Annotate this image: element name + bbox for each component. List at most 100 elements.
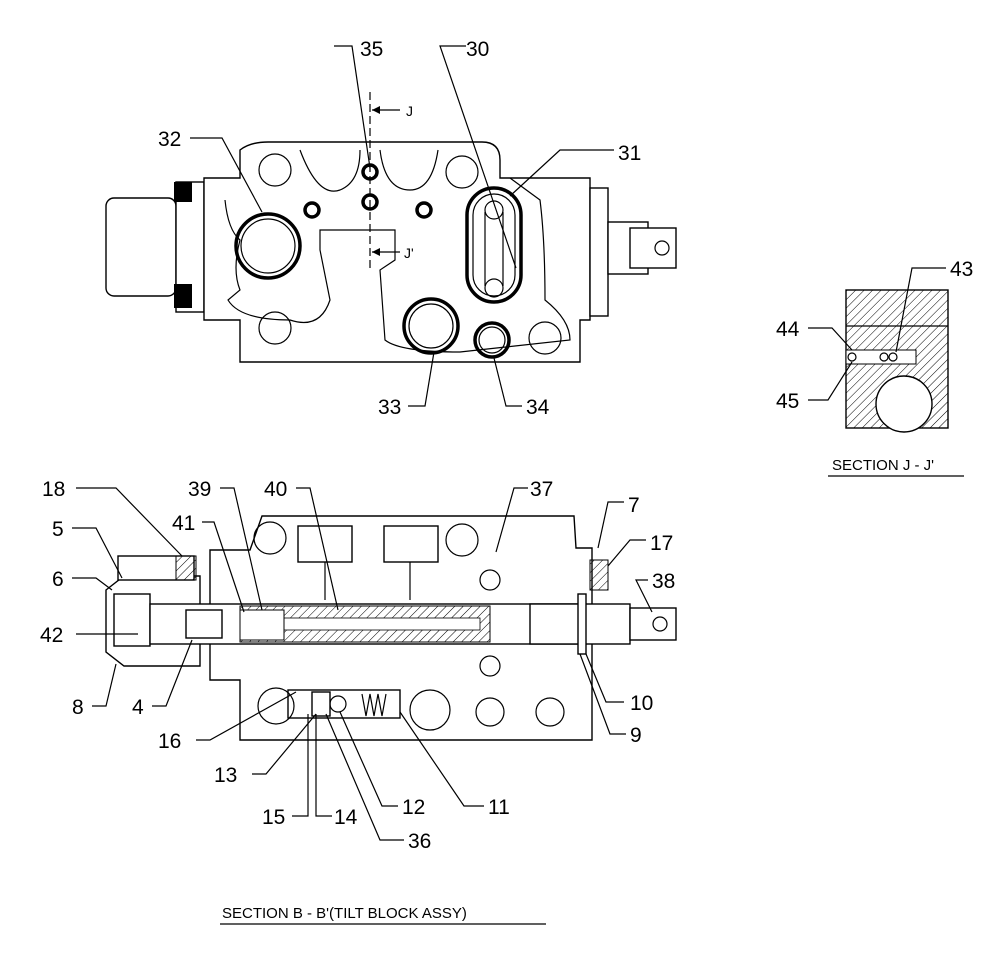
top-shaft-end	[629, 227, 677, 269]
leader-32	[190, 137, 263, 213]
section-j-ball	[847, 352, 857, 362]
part-9-washer	[577, 593, 587, 655]
label-38: 38	[652, 570, 675, 593]
leader-30	[439, 45, 517, 269]
port-34-inner	[478, 326, 506, 354]
label-9: 9	[630, 724, 642, 747]
slot-top-hole	[484, 200, 504, 220]
label-18: 18	[42, 478, 65, 501]
left-cap-bolt-top	[174, 182, 192, 202]
part-38-pin	[652, 616, 668, 632]
leader-41	[202, 521, 245, 613]
leader-34	[493, 357, 522, 407]
label-16: 16	[158, 730, 181, 753]
label-40: 40	[264, 478, 287, 501]
leader-12	[339, 711, 398, 807]
leader-16	[196, 691, 297, 741]
section-j-view: 43 44 45 SECTION J - J'	[776, 258, 973, 477]
part-18-bolt	[175, 555, 197, 581]
label-17: 17	[650, 532, 673, 555]
left-cap	[105, 197, 177, 297]
leader-13	[252, 713, 317, 775]
leader-17	[607, 539, 646, 567]
upper-bore-right	[445, 523, 479, 557]
port-32-inner	[240, 218, 296, 274]
label-33: 33	[378, 396, 401, 419]
label-43: 43	[950, 258, 973, 281]
top-scallops	[299, 149, 361, 192]
caption-section-b: SECTION B - B'(TILT BLOCK ASSY)	[222, 905, 467, 922]
leader-10	[585, 653, 624, 703]
oring-30-slot	[465, 186, 523, 304]
top-inner-contour	[224, 177, 571, 353]
label-37: 37	[530, 478, 553, 501]
label-10: 10	[630, 692, 653, 715]
label-32: 32	[158, 128, 181, 151]
part-11-spring	[361, 693, 387, 717]
part-17-spring	[589, 559, 609, 591]
label-34: 34	[526, 396, 550, 419]
lower-bore-right	[475, 697, 505, 727]
mount-hole-1	[258, 153, 292, 187]
section-b-view: 18 39 40 37 7 5 41 17 38 6 42 8 4 10 9 1…	[40, 478, 677, 925]
leader-8	[92, 663, 117, 707]
upper-port-left	[297, 525, 353, 563]
port-33-inner	[408, 303, 454, 349]
part-11-bore	[409, 689, 451, 731]
leader-45	[808, 361, 853, 401]
part-42-plug	[113, 593, 151, 647]
leader-43	[895, 267, 946, 353]
part-4-seal	[185, 609, 223, 639]
caption-section-j: SECTION J - J'	[832, 457, 934, 474]
leader-44	[808, 327, 853, 351]
lower-small-hole	[479, 655, 501, 677]
label-11: 11	[488, 796, 510, 819]
port-33	[402, 297, 460, 355]
section-j-spring-b	[888, 352, 898, 362]
lower-bore-right-2	[535, 697, 565, 727]
j-arrow-top-head	[372, 106, 380, 114]
leader-15	[292, 714, 309, 817]
section-j-bore	[875, 375, 933, 433]
label-14: 14	[334, 806, 358, 829]
leader-7	[597, 501, 624, 549]
slot-bottom-hole	[484, 278, 504, 298]
j-top-label: J	[406, 103, 413, 119]
part-13-seat	[311, 691, 331, 717]
section-j-spring-a	[879, 352, 889, 362]
j-bottom-label: J'	[404, 245, 414, 261]
label-36: 36	[408, 830, 431, 853]
leader-11	[399, 711, 484, 807]
label-7: 7	[628, 494, 640, 517]
label-12: 12	[402, 796, 425, 819]
leader-9	[579, 653, 626, 735]
label-42: 42	[40, 624, 63, 647]
leader-5	[72, 527, 123, 579]
leader-14	[315, 714, 332, 817]
label-15: 15	[262, 806, 285, 829]
label-44: 44	[776, 318, 800, 341]
label-30: 30	[466, 38, 489, 61]
leader-40	[296, 487, 339, 611]
label-13: 13	[214, 764, 237, 787]
label-5: 5	[52, 518, 64, 541]
part-16-bore	[257, 687, 295, 725]
label-39: 39	[188, 478, 211, 501]
leader-18	[76, 487, 183, 557]
check-valve-bore	[287, 689, 401, 719]
label-8: 8	[72, 696, 84, 719]
label-31: 31	[618, 142, 641, 165]
leader-31	[509, 149, 614, 197]
mount-hole-2	[445, 155, 479, 189]
leader-33	[408, 351, 435, 407]
leader-4	[152, 639, 193, 707]
top-view: J J' 35 30 32 31 33 34	[105, 38, 677, 419]
port-32	[234, 212, 302, 280]
label-6: 6	[52, 568, 64, 591]
oring-30-inner	[472, 193, 516, 297]
label-41: 41	[172, 512, 195, 535]
hole-left	[303, 201, 321, 219]
left-cap-bolt-bottom	[174, 284, 192, 308]
hole-right	[415, 201, 433, 219]
